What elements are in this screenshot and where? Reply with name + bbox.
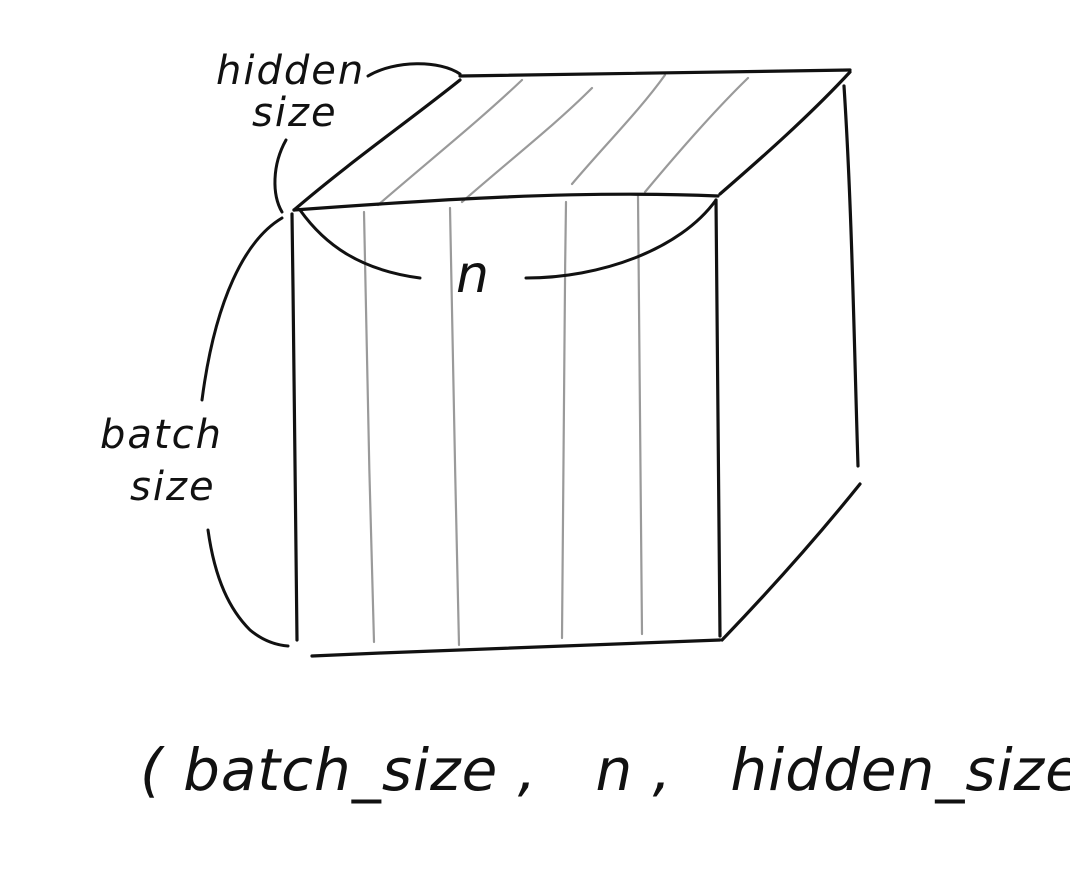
front-top-edge bbox=[292, 192, 720, 212]
n-label: n bbox=[456, 245, 489, 305]
top-slice-line bbox=[643, 76, 750, 194]
front-slice-line bbox=[362, 210, 376, 644]
batch-size-brace-bottom bbox=[206, 528, 290, 648]
hidden-size-label-line2: size bbox=[252, 90, 338, 136]
back-right-edge bbox=[842, 84, 860, 468]
top-left-edge bbox=[292, 78, 462, 212]
n-brace-right bbox=[524, 198, 718, 280]
top-right-edge bbox=[718, 70, 852, 196]
front-slice-line bbox=[636, 194, 644, 636]
front-slice-line bbox=[560, 200, 568, 640]
top-slice-line bbox=[570, 73, 667, 186]
front-slice-line bbox=[448, 206, 461, 647]
hidden-size-label-line1: hidden bbox=[216, 48, 365, 94]
tensor-shape-label: ( batch_size , n , hidden_size ) bbox=[140, 736, 1070, 804]
hidden-size-brace-bottom bbox=[273, 138, 288, 214]
hidden-size-brace-top bbox=[366, 62, 462, 78]
front-right-edge bbox=[714, 198, 722, 638]
top-back-edge bbox=[458, 68, 852, 78]
front-bottom-edge bbox=[310, 638, 722, 658]
slice-lines bbox=[362, 73, 750, 647]
top-slice-line bbox=[460, 86, 594, 204]
batch-size-label-line2: size bbox=[130, 464, 216, 510]
bottom-right-edge bbox=[720, 482, 862, 642]
top-slice-line bbox=[376, 78, 524, 207]
batch-size-label-line1: batch bbox=[100, 412, 223, 458]
batch-size-brace-top bbox=[200, 216, 284, 402]
front-left-edge bbox=[290, 212, 299, 642]
dimension-braces bbox=[200, 62, 718, 648]
cube-edges bbox=[290, 68, 862, 658]
n-brace-left bbox=[298, 208, 422, 280]
